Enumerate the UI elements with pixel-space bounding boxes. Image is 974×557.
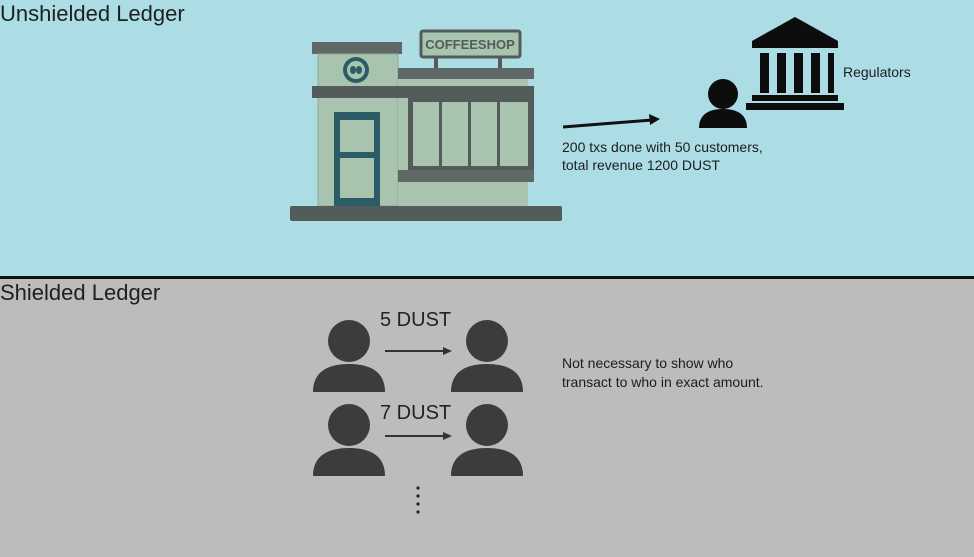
transfer-amount: 5 DUST	[380, 309, 452, 331]
person-icon	[313, 404, 385, 476]
regulators-label: Regulators	[843, 64, 911, 80]
person-icon	[451, 404, 523, 476]
coffee-shop-icon: COFFEESHOP	[290, 29, 562, 221]
vertical-ellipsis-icon	[416, 486, 420, 514]
shielded-ledger-panel: Shielded Ledger 5 DUST 7 DUST Not necess…	[0, 279, 974, 557]
arrow-right-icon	[562, 114, 660, 129]
unshielded-ledger-panel: Unshielded Ledger COFFEESHOP	[0, 0, 974, 276]
shielded-ledger-title: Shielded Ledger	[0, 280, 161, 305]
arrow-right-icon	[385, 347, 452, 355]
privacy-note-line-2: transact to who in exact amount.	[562, 374, 764, 390]
shop-sign-text: COFFEESHOP	[425, 37, 515, 52]
person-icon	[451, 320, 523, 392]
arrow-right-icon	[385, 432, 452, 440]
person-icon	[313, 320, 385, 392]
panel-divider	[0, 276, 974, 279]
person-icon	[699, 79, 747, 128]
transfer-amount: 7 DUST	[380, 402, 452, 424]
report-line-1: 200 txs done with 50 customers,	[562, 139, 763, 155]
unshielded-ledger-title: Unshielded Ledger	[0, 1, 185, 26]
bank-building-icon	[746, 17, 844, 110]
privacy-note-line-1: Not necessary to show who	[562, 355, 734, 371]
report-line-2: total revenue 1200 DUST	[562, 157, 720, 173]
